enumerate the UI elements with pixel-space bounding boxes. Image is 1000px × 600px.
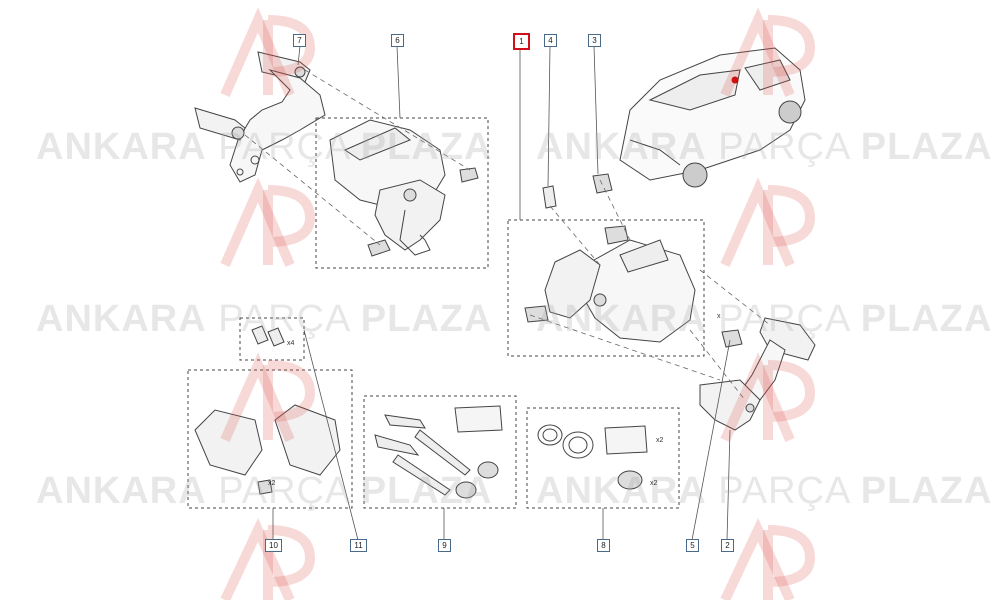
qty-seal-boot: x2 xyxy=(650,480,658,487)
pad-bolt-drawing xyxy=(257,479,273,495)
callout-5[interactable]: 5 xyxy=(686,539,699,552)
pads-box xyxy=(187,369,353,509)
seal-grease-pack-drawing xyxy=(604,425,648,455)
qty-bracket-bolt: x xyxy=(717,313,721,320)
callout-1-selected[interactable]: 1 xyxy=(513,33,530,50)
qty-pad-bolts: x2 xyxy=(268,480,276,487)
qty-seal-grease: x2 xyxy=(656,437,664,444)
seal-ring-drawing-1 xyxy=(537,424,563,446)
clip-drawing-2 xyxy=(267,327,285,347)
guide-pin-drawing-3 xyxy=(414,429,471,476)
callout-4[interactable]: 4 xyxy=(544,34,557,47)
boot-drawing-1 xyxy=(477,461,499,479)
guide-pin-drawing-1 xyxy=(384,414,426,429)
callout-8[interactable]: 8 xyxy=(597,539,610,552)
bleed-screw-drawing xyxy=(542,185,557,209)
vehicle-drawing xyxy=(619,47,806,188)
callout-3[interactable]: 3 xyxy=(588,34,601,47)
boot-drawing-2 xyxy=(455,481,477,499)
caliper-left-drawing xyxy=(329,119,479,257)
callout-11[interactable]: 11 xyxy=(350,539,367,552)
seal-ring-drawing-2 xyxy=(562,431,594,459)
guide-pin-drawing-2 xyxy=(374,434,420,456)
callout-10[interactable]: 10 xyxy=(265,539,282,552)
callout-7[interactable]: 7 xyxy=(293,34,306,47)
callout-9[interactable]: 9 xyxy=(438,539,451,552)
guide-pin-drawing-4 xyxy=(392,454,451,496)
caliper-bracket-left-drawing xyxy=(194,51,326,183)
grease-pack-drawing xyxy=(454,405,503,433)
seals-box xyxy=(526,407,680,509)
clip-drawing xyxy=(251,325,269,345)
brake-pad-drawing-2 xyxy=(274,404,341,476)
caliper-bolt-drawing xyxy=(592,173,613,194)
seal-boot-drawing xyxy=(617,470,643,490)
callout-2[interactable]: 2 xyxy=(721,539,734,552)
clips-box xyxy=(239,317,305,361)
brake-pad-drawing-1 xyxy=(194,409,263,476)
callout-6[interactable]: 6 xyxy=(391,34,404,47)
qty-clips: x4 xyxy=(287,340,295,347)
caliper-right-drawing xyxy=(524,225,696,343)
caliper-right-box xyxy=(507,219,705,357)
watermark-logos xyxy=(220,7,816,600)
caliper-left-box xyxy=(315,117,489,269)
